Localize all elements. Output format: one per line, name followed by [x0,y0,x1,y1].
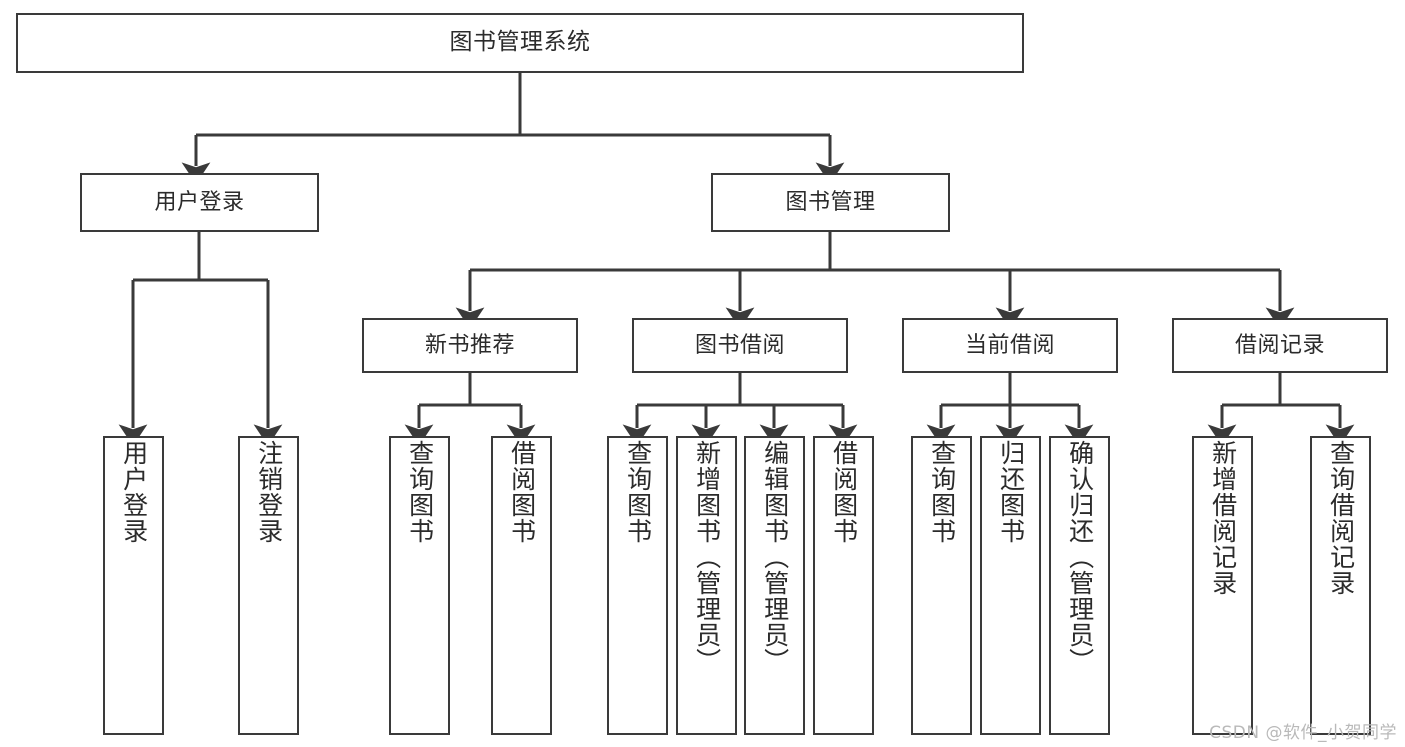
node-leaf-return-book-label: 归还图书 [996,440,1026,544]
node-leaf-query-book-1[interactable]: 查询图书 [389,436,450,735]
node-new-book-recommend-label: 新书推荐 [424,332,515,358]
node-borrow-record-label: 借阅记录 [1234,332,1325,358]
node-leaf-query-book-3[interactable]: 查询图书 [911,436,972,735]
node-user-login[interactable]: 用户登录 [80,173,319,232]
node-book-manage-label: 图书管理 [785,189,876,215]
node-leaf-confirm-return[interactable]: 确认归还（管理员） [1049,436,1110,735]
node-leaf-borrow-book-2[interactable]: 借阅图书 [813,436,874,735]
node-book-borrow[interactable]: 图书借阅 [632,318,848,373]
node-leaf-query-book-3-label: 查询图书 [927,440,957,544]
node-book-manage[interactable]: 图书管理 [711,173,950,232]
node-book-borrow-label: 图书借阅 [694,332,785,358]
node-leaf-add-book-label: 新增图书（管理员） [692,440,722,674]
node-leaf-user-login[interactable]: 用户登录 [103,436,164,735]
node-leaf-query-book-2[interactable]: 查询图书 [607,436,668,735]
node-leaf-query-book-1-label: 查询图书 [405,440,435,544]
node-current-borrow[interactable]: 当前借阅 [902,318,1118,373]
node-root-label: 图书管理系统 [449,29,591,56]
node-leaf-edit-book[interactable]: 编辑图书（管理员） [744,436,805,735]
node-new-book-recommend[interactable]: 新书推荐 [362,318,578,373]
node-leaf-logout-login-label: 注销登录 [254,440,284,544]
node-leaf-borrow-book-1[interactable]: 借阅图书 [491,436,552,735]
node-leaf-edit-book-label: 编辑图书（管理员） [760,440,790,674]
node-leaf-confirm-return-label: 确认归还（管理员） [1065,440,1095,674]
node-borrow-record[interactable]: 借阅记录 [1172,318,1388,373]
node-leaf-query-record-label: 查询借阅记录 [1326,440,1356,596]
node-leaf-borrow-book-2-label: 借阅图书 [829,440,859,544]
node-current-borrow-label: 当前借阅 [964,332,1055,358]
node-root[interactable]: 图书管理系统 [16,13,1024,73]
node-leaf-logout-login[interactable]: 注销登录 [238,436,299,735]
node-leaf-query-book-2-label: 查询图书 [623,440,653,544]
node-leaf-add-book[interactable]: 新增图书（管理员） [676,436,737,735]
node-leaf-borrow-book-1-label: 借阅图书 [507,440,537,544]
node-leaf-add-record[interactable]: 新增借阅记录 [1192,436,1253,735]
node-user-login-label: 用户登录 [154,189,245,215]
node-leaf-query-record[interactable]: 查询借阅记录 [1310,436,1371,735]
node-leaf-user-login-label: 用户登录 [119,440,149,544]
csdn-watermark: CSDN @软件_小贺同学 [1209,723,1397,743]
node-leaf-add-record-label: 新增借阅记录 [1208,440,1238,596]
node-leaf-return-book[interactable]: 归还图书 [980,436,1041,735]
